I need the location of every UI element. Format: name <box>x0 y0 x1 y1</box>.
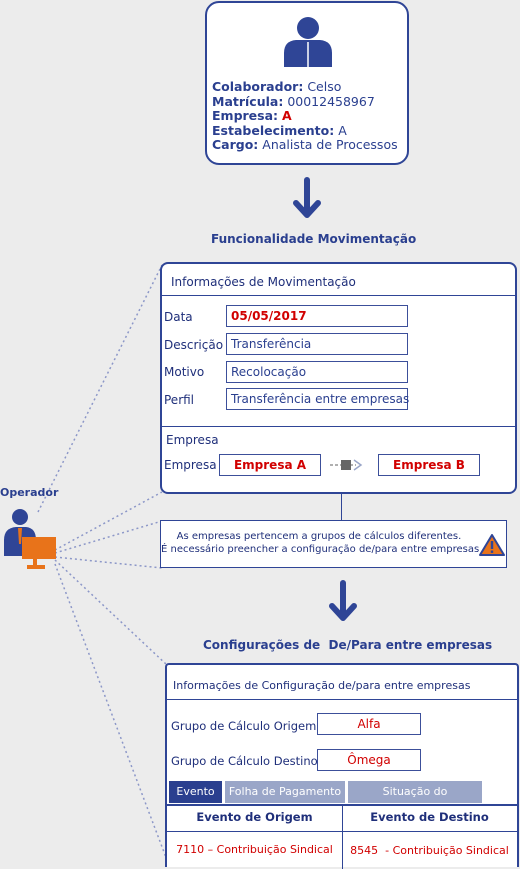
tab-situacao-colaborador[interactable]: Situação do Colaborador <box>348 781 482 820</box>
estabelecimento-label: Estabelecimento: <box>212 122 335 138</box>
empresa-section-title: Empresa <box>166 433 219 447</box>
perfil-field[interactable]: Transferência entre empresas <box>226 388 409 410</box>
movimentacao-card: Informações de Movimentação Data 05/05/2… <box>160 262 517 494</box>
divider <box>162 295 515 296</box>
divider <box>162 426 515 427</box>
data-field[interactable]: 05/05/2017 <box>226 305 408 327</box>
warning-line1: As empresas pertencem a grupos de cálcul… <box>176 531 462 542</box>
table-row-origem[interactable]: 7110 – Contribuição Sindical <box>176 843 333 856</box>
user-icon <box>284 17 332 67</box>
colaborador-value: Celso <box>307 79 342 94</box>
col-evento-origem: Evento de Origem <box>196 810 313 824</box>
arrow-down-icon <box>329 580 357 621</box>
divider <box>167 831 517 832</box>
warning-box: As empresas pertencem a grupos de cálcul… <box>160 520 507 568</box>
connector <box>341 494 342 520</box>
descricao-label: Descrição <box>164 338 224 352</box>
empresa-a-field[interactable]: Empresa A <box>219 454 321 476</box>
tab-evento[interactable]: Evento <box>169 781 222 803</box>
warning-icon <box>479 534 505 556</box>
operador-label: Operador <box>0 486 59 499</box>
motivo-label: Motivo <box>164 365 205 379</box>
matricula-label: Matrícula: <box>212 93 284 109</box>
heading-movimentacao: Funcionalidade Movimentação <box>211 232 417 246</box>
empresa-label: Empresa: <box>212 108 279 123</box>
tab-folha-pagamento[interactable]: Folha de Pagamento <box>225 781 345 803</box>
warning-line2: É necessário preencher a configuração de… <box>161 544 480 555</box>
profile-info: Colaborador: Celso Matrícula: 0001245896… <box>212 79 398 153</box>
descricao-field[interactable]: Transferência <box>226 333 408 355</box>
destino-field[interactable]: Ômega <box>317 749 421 771</box>
destino-label: Grupo de Cálculo Destino <box>171 754 318 768</box>
perfil-label: Perfil <box>164 393 195 407</box>
divider <box>342 805 343 869</box>
config-card: Informações de Configuração de/para entr… <box>165 663 519 869</box>
motivo-field[interactable]: Recolocação <box>226 361 408 383</box>
tab-bar: Evento Folha de Pagamento Situação do Co… <box>169 781 517 820</box>
cargo-label: Cargo: <box>212 137 259 152</box>
colaborador-label: Colaborador: <box>212 79 304 94</box>
config-title: Informações de Configuração de/para entr… <box>173 679 471 692</box>
table-row-destino[interactable]: 8545 - Contribuição Sindical <box>350 844 509 857</box>
empresa-b-field[interactable]: Empresa B <box>378 454 480 476</box>
profile-card: Colaborador: Celso Matrícula: 0001245896… <box>205 1 409 165</box>
estabelecimento-value: A <box>338 122 347 138</box>
transfer-arrow-icon <box>330 459 363 471</box>
origem-label: Grupo de Cálculo Origem <box>171 719 317 733</box>
operator-icon <box>4 509 56 569</box>
movimentacao-title: Informações de Movimentação <box>171 275 356 289</box>
origem-field[interactable]: Alfa <box>317 713 421 735</box>
heading-config: Configurações de De/Para entre empresas <box>203 638 493 652</box>
cargo-value: Analista de Processos <box>262 137 398 152</box>
col-evento-destino: Evento de Destino <box>370 810 489 824</box>
empresa-value: A <box>282 108 292 123</box>
data-label: Data <box>164 310 193 324</box>
matricula-value: 00012458967 <box>287 93 375 109</box>
arrow-down-icon <box>293 177 321 218</box>
empresa-label: Empresa <box>164 458 217 472</box>
divider <box>167 699 517 700</box>
